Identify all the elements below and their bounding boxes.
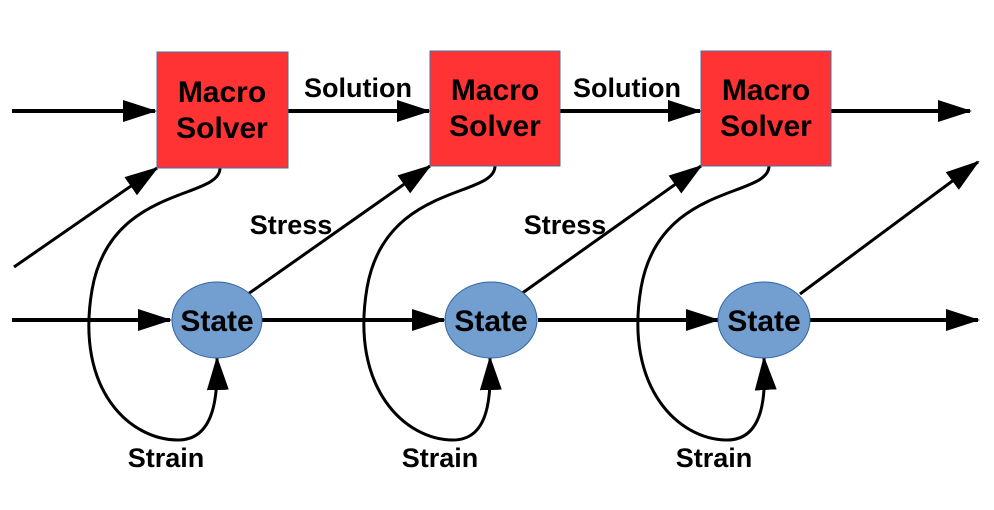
solution-label-1: Solution (304, 73, 412, 103)
solution-label-2: Solution (573, 73, 681, 103)
macro-solver-label-line1: Macro (722, 74, 810, 107)
macro-solver-box (700, 50, 832, 167)
stress-label-1: Stress (250, 210, 333, 240)
stress-output-arrow (799, 160, 980, 296)
state-label: State (454, 305, 527, 338)
state-label: State (180, 305, 253, 338)
strain-label-1: Strain (128, 443, 205, 473)
macro-solver-label-line2: Solver (449, 110, 541, 143)
strain-loop-1 (87, 167, 229, 442)
state-node-2: State (444, 281, 538, 359)
macro-solver-label-line2: Solver (176, 112, 268, 145)
state-node-3: State (717, 281, 811, 359)
macro-solver-3: Macro Solver (700, 50, 832, 167)
macro-solver-label-line1: Macro (451, 74, 539, 107)
macro-solver-label-line2: Solver (720, 110, 812, 143)
macro-solver-1: Macro Solver (156, 51, 289, 169)
macro-solver-box (156, 51, 289, 169)
strain-loop-2 (362, 165, 502, 442)
stress-arrow-1 (247, 164, 432, 296)
macro-solver-box (429, 50, 561, 167)
strain-loop-3 (636, 165, 777, 442)
stress-input-arrow (13, 166, 159, 269)
macro-solver-2: Macro Solver (429, 50, 561, 167)
macro-solver-label-line1: Macro (178, 76, 266, 109)
stress-label-2: Stress (524, 210, 607, 240)
strain-label-3: Strain (676, 443, 753, 473)
stress-arrow-2 (520, 164, 703, 296)
state-ellipse (444, 281, 538, 359)
state-node-1: State (171, 281, 263, 359)
state-ellipse (717, 281, 811, 359)
strain-label-2: Strain (402, 443, 479, 473)
state-label: State (727, 305, 800, 338)
state-ellipse (171, 281, 263, 359)
